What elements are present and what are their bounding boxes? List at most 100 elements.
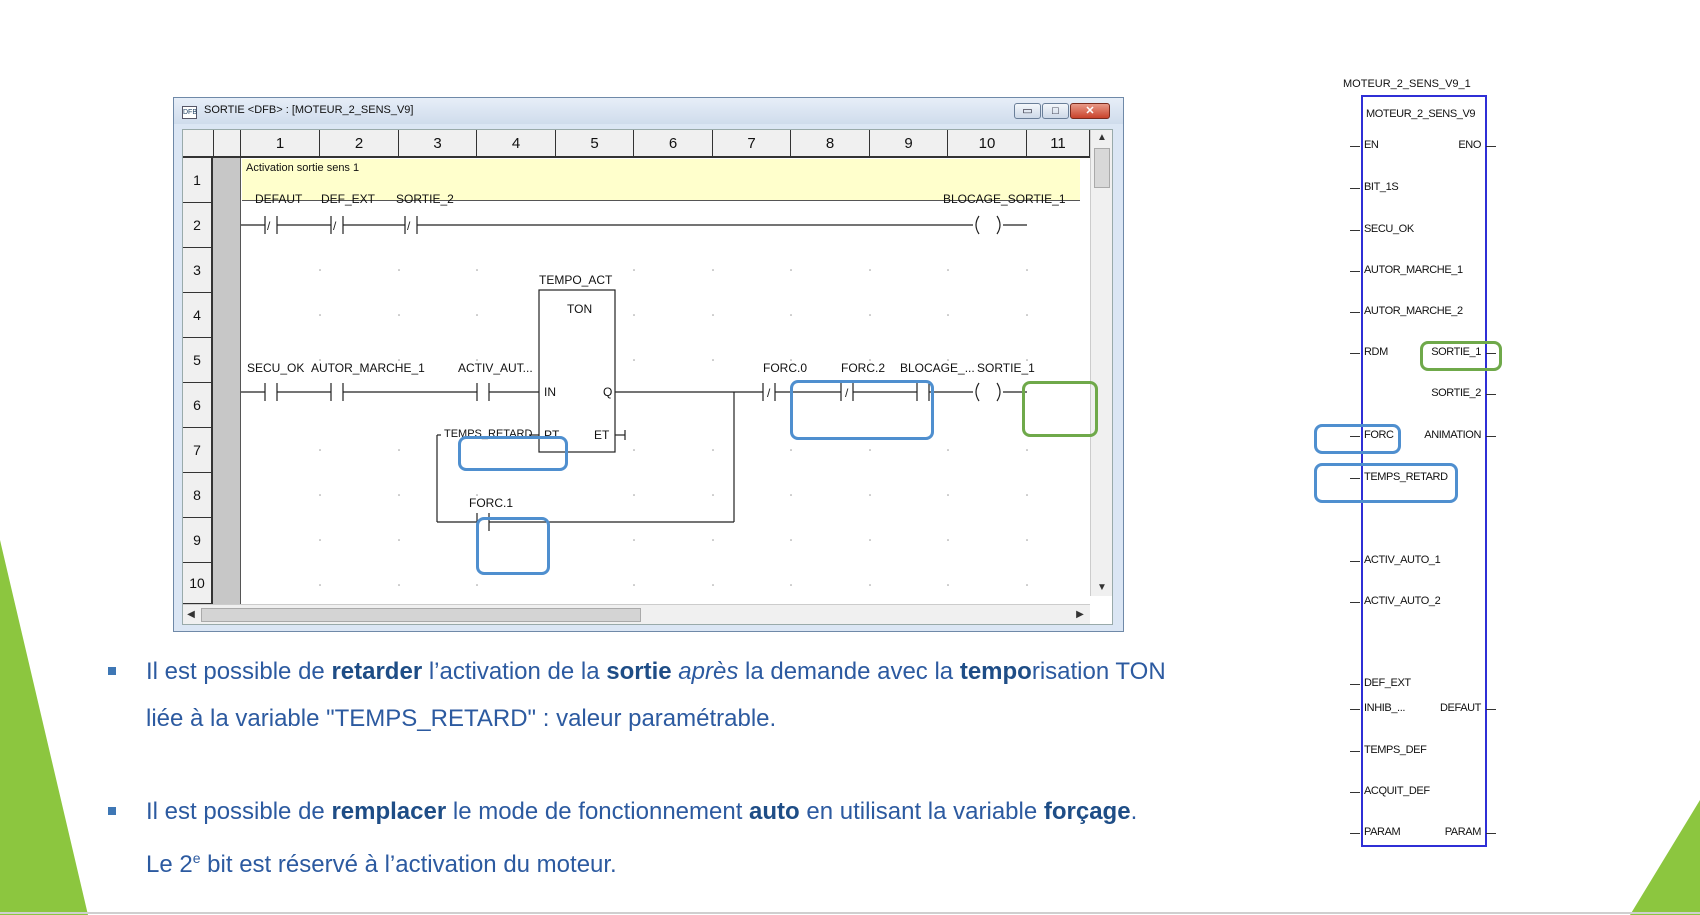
- vertical-scroll-thumb[interactable]: [1094, 148, 1110, 188]
- scroll-right-icon[interactable]: ▶: [1076, 609, 1084, 620]
- scroll-left-icon[interactable]: ◀: [187, 609, 195, 620]
- column-header[interactable]: 6: [634, 130, 713, 158]
- column-header[interactable]: 8: [791, 130, 870, 158]
- column-header[interactable]: 9: [870, 130, 948, 158]
- column-header[interactable]: 10: [948, 130, 1027, 158]
- row-header[interactable]: 2: [183, 203, 213, 248]
- column-header[interactable]: 5: [556, 130, 634, 158]
- fb-input-pin[interactable]: [1350, 602, 1360, 603]
- fb-output-pin[interactable]: [1486, 709, 1496, 710]
- fb-output-pin[interactable]: [1486, 833, 1496, 834]
- fb-input-label: INHIB_...: [1364, 702, 1406, 714]
- highlight-fb-sortie-1: [1420, 341, 1502, 371]
- minimize-button[interactable]: ▭: [1014, 103, 1041, 119]
- column-header[interactable]: 11: [1027, 130, 1090, 158]
- fb-input-label: TEMPS_RETARD: [1364, 471, 1448, 483]
- ladder-grid[interactable]: 1 2 3 4 5 6 7 8 9 10 11 1 2 3 4 5 6 7 8 …: [182, 129, 1113, 625]
- fb-input-label: AUTOR_MARCHE_2: [1364, 305, 1463, 317]
- fb-input-pin[interactable]: [1350, 312, 1360, 313]
- label-blocage-sortie-1: BLOCAGE_SORTIE_1: [943, 192, 1066, 206]
- fb-input-pin[interactable]: [1350, 561, 1360, 562]
- fb-input-pin[interactable]: [1350, 271, 1360, 272]
- fb-input-label: AUTOR_MARCHE_1: [1364, 264, 1463, 276]
- fb-output-pin[interactable]: [1486, 436, 1496, 437]
- fb-input-pin[interactable]: [1350, 146, 1360, 147]
- fb-output-label: PARAM: [1444, 826, 1482, 838]
- fb-input-pin[interactable]: [1350, 751, 1360, 752]
- grid-corner-divider: [213, 130, 214, 158]
- bullet-1: [108, 667, 116, 675]
- fb-output-label: ANIMATION: [1424, 429, 1481, 441]
- fb-input-pin[interactable]: [1350, 709, 1360, 710]
- fb-input-pin[interactable]: [1350, 436, 1360, 437]
- label-in: IN: [544, 385, 556, 399]
- nc-slash: /: [845, 386, 849, 400]
- horizontal-scroll-thumb[interactable]: [201, 608, 641, 622]
- highlight-forc1: [476, 517, 550, 575]
- paragraph-1-line-2: liée à la variable "TEMPS_RETARD" : vale…: [146, 705, 777, 732]
- fb-output-pin[interactable]: [1486, 394, 1496, 395]
- maximize-button[interactable]: □: [1042, 103, 1069, 119]
- fb-input-label: EN: [1364, 139, 1379, 151]
- row-header[interactable]: 5: [183, 338, 213, 383]
- fb-output-pin[interactable]: [1486, 146, 1496, 147]
- label-secu-ok: SECU_OK: [247, 361, 305, 375]
- row-header[interactable]: 6: [183, 383, 213, 428]
- text-run: tempo: [959, 658, 1032, 685]
- fb-input-label: ACQUIT_DEF: [1364, 785, 1430, 797]
- column-header[interactable]: 2: [320, 130, 399, 158]
- minimize-icon: ▭: [1022, 105, 1033, 117]
- window-title: SORTIE <DFB> : [MOTEUR_2_SENS_V9]: [204, 104, 414, 116]
- fb-input-pin[interactable]: [1350, 684, 1360, 685]
- label-sortie-1: SORTIE_1: [977, 361, 1035, 375]
- scroll-down-icon[interactable]: ▼: [1097, 582, 1107, 593]
- text-run: en utilisant la variable: [799, 798, 1044, 825]
- text-run: remplacer: [331, 798, 447, 825]
- text-run: retarder: [331, 658, 423, 685]
- column-header[interactable]: 4: [477, 130, 556, 158]
- scroll-up-icon[interactable]: ▲: [1097, 132, 1107, 143]
- row-header[interactable]: 10: [183, 563, 213, 604]
- vertical-scrollbar[interactable]: ▲ ▼: [1090, 130, 1112, 596]
- rung-comment[interactable]: Activation sortie sens 1: [242, 159, 1080, 201]
- p2-superscript: e: [192, 850, 201, 866]
- paragraph-1-line-1: Il est possible de retarder l’activation…: [146, 648, 1306, 695]
- fb-input-pin[interactable]: [1350, 833, 1360, 834]
- horizontal-scrollbar[interactable]: ◀ ▶: [183, 604, 1090, 624]
- row-header[interactable]: 7: [183, 428, 213, 473]
- function-block[interactable]: MOTEUR_2_SENS_V9: [1361, 95, 1487, 847]
- fb-input-pin[interactable]: [1350, 188, 1360, 189]
- text-run: l’activation de la: [422, 658, 607, 685]
- fb-input-pin[interactable]: [1350, 230, 1360, 231]
- row-header[interactable]: 9: [183, 518, 213, 563]
- column-header[interactable]: 7: [713, 130, 791, 158]
- fb-input-pin[interactable]: [1350, 792, 1360, 793]
- label-sortie-2: SORTIE_2: [396, 192, 454, 206]
- label-ton: TON: [567, 302, 593, 316]
- paragraph-2-line-1: Il est possible de remplacer le mode de …: [146, 788, 1306, 835]
- text-run: .: [1130, 798, 1138, 825]
- text-run: Il est possible de: [146, 658, 332, 685]
- nc-slash: /: [767, 386, 771, 400]
- fb-output-pin[interactable]: [1486, 353, 1496, 354]
- row-header[interactable]: 4: [183, 293, 213, 338]
- fb-input-label: ACTIV_AUTO_1: [1364, 554, 1441, 566]
- fb-input-label: ACTIV_AUTO_2: [1364, 595, 1441, 607]
- label-defaut: DEFAUT: [255, 192, 303, 206]
- fb-output-label: SORTIE_2: [1431, 387, 1481, 399]
- column-header[interactable]: 3: [399, 130, 477, 158]
- text-run: le mode de fonctionnement: [446, 798, 750, 825]
- window-titlebar[interactable]: DFB SORTIE <DFB> : [MOTEUR_2_SENS_V9] ▭ …: [174, 98, 1123, 124]
- label-forc0: FORC.0: [763, 361, 808, 375]
- row-header[interactable]: 3: [183, 248, 213, 293]
- fb-input-pin[interactable]: [1350, 353, 1360, 354]
- fb-input-label: DEF_EXT: [1364, 677, 1411, 689]
- row-header[interactable]: 8: [183, 473, 213, 518]
- fb-input-pin[interactable]: [1350, 478, 1360, 479]
- column-header[interactable]: 1: [241, 130, 320, 158]
- row-header[interactable]: 1: [183, 158, 213, 203]
- fb-output-label: ENO: [1458, 139, 1481, 151]
- close-button[interactable]: ✕: [1070, 103, 1110, 119]
- label-q: Q: [603, 385, 613, 399]
